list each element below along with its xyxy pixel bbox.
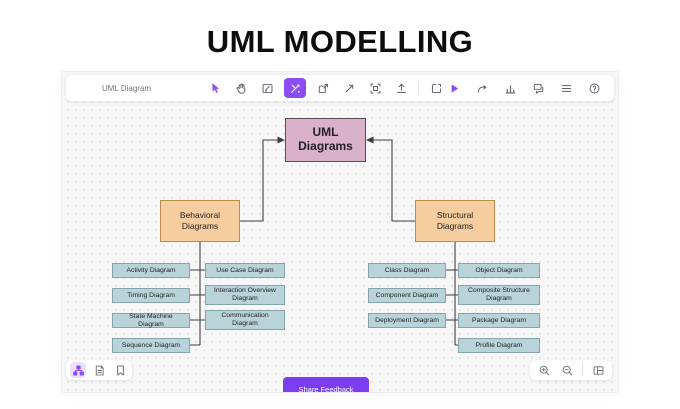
node-component-diagram[interactable]: Component Diagram [368,288,446,303]
tool-group [206,78,445,98]
node-package-diagram[interactable]: Package Diagram [458,313,540,328]
node-behavioral-diagrams[interactable]: Behavioral Diagrams [160,200,240,242]
minimap-icon[interactable] [590,362,606,378]
chart-icon[interactable] [501,79,519,97]
action-group [445,79,603,97]
toolbar-separator [418,82,419,94]
node-structural-diagrams[interactable]: Structural Diagrams [415,200,495,242]
document-icon[interactable] [91,362,107,378]
list-icon[interactable] [557,79,575,97]
zoom-out-icon[interactable] [559,362,575,378]
share-arrow-icon[interactable] [473,79,491,97]
footer-separator [582,364,583,376]
select-cursor-icon[interactable] [206,79,224,97]
top-toolbar: UML Diagram [66,75,614,101]
node-class-diagram[interactable]: Class Diagram [368,263,446,278]
node-state-machine-diagram[interactable]: State Machine Diagram [112,313,190,328]
bookmark-icon[interactable] [112,362,128,378]
zoom-in-icon[interactable] [536,362,552,378]
comments-icon[interactable] [529,79,547,97]
document-name[interactable]: UML Diagram [102,83,152,93]
diagram-connectors [190,136,458,346]
node-uml-diagrams[interactable]: UML Diagrams [285,118,366,162]
connector-arrow-icon[interactable] [340,79,358,97]
node-interaction-overview-diagram[interactable]: Interaction Overview Diagram [205,285,285,305]
hand-tool-icon[interactable] [232,79,250,97]
present-icon[interactable] [445,79,463,97]
frame-icon[interactable] [366,79,384,97]
sitemap-icon[interactable] [70,362,86,378]
tools-icon[interactable] [284,78,306,98]
whiteboard-app-window[interactable]: UML Diagram [62,72,618,392]
bottom-right-toolbar [530,360,612,380]
node-use-case-diagram[interactable]: Use Case Diagram [205,263,285,278]
node-timing-diagram[interactable]: Timing Diagram [112,288,190,303]
share-feedback-button[interactable]: Share Feedback [283,377,369,392]
node-sequence-diagram[interactable]: Sequence Diagram [112,338,190,353]
insert-shape-icon[interactable] [427,79,445,97]
node-composite-structure-diagram[interactable]: Composite Structure Diagram [458,285,540,305]
node-deployment-diagram[interactable]: Deployment Diagram [368,313,446,328]
sticky-note-icon[interactable] [258,79,276,97]
node-activity-diagram[interactable]: Activity Diagram [112,263,190,278]
node-communication-diagram[interactable]: Communication Diagram [205,310,285,330]
node-profile-diagram[interactable]: Profile Diagram [458,338,540,353]
bottom-left-toolbar [66,360,132,380]
export-frame-icon[interactable] [314,79,332,97]
help-icon[interactable] [585,79,603,97]
page-title: UML MODELLING [206,24,474,59]
upload-icon[interactable] [392,79,410,97]
node-object-diagram[interactable]: Object Diagram [458,263,540,278]
